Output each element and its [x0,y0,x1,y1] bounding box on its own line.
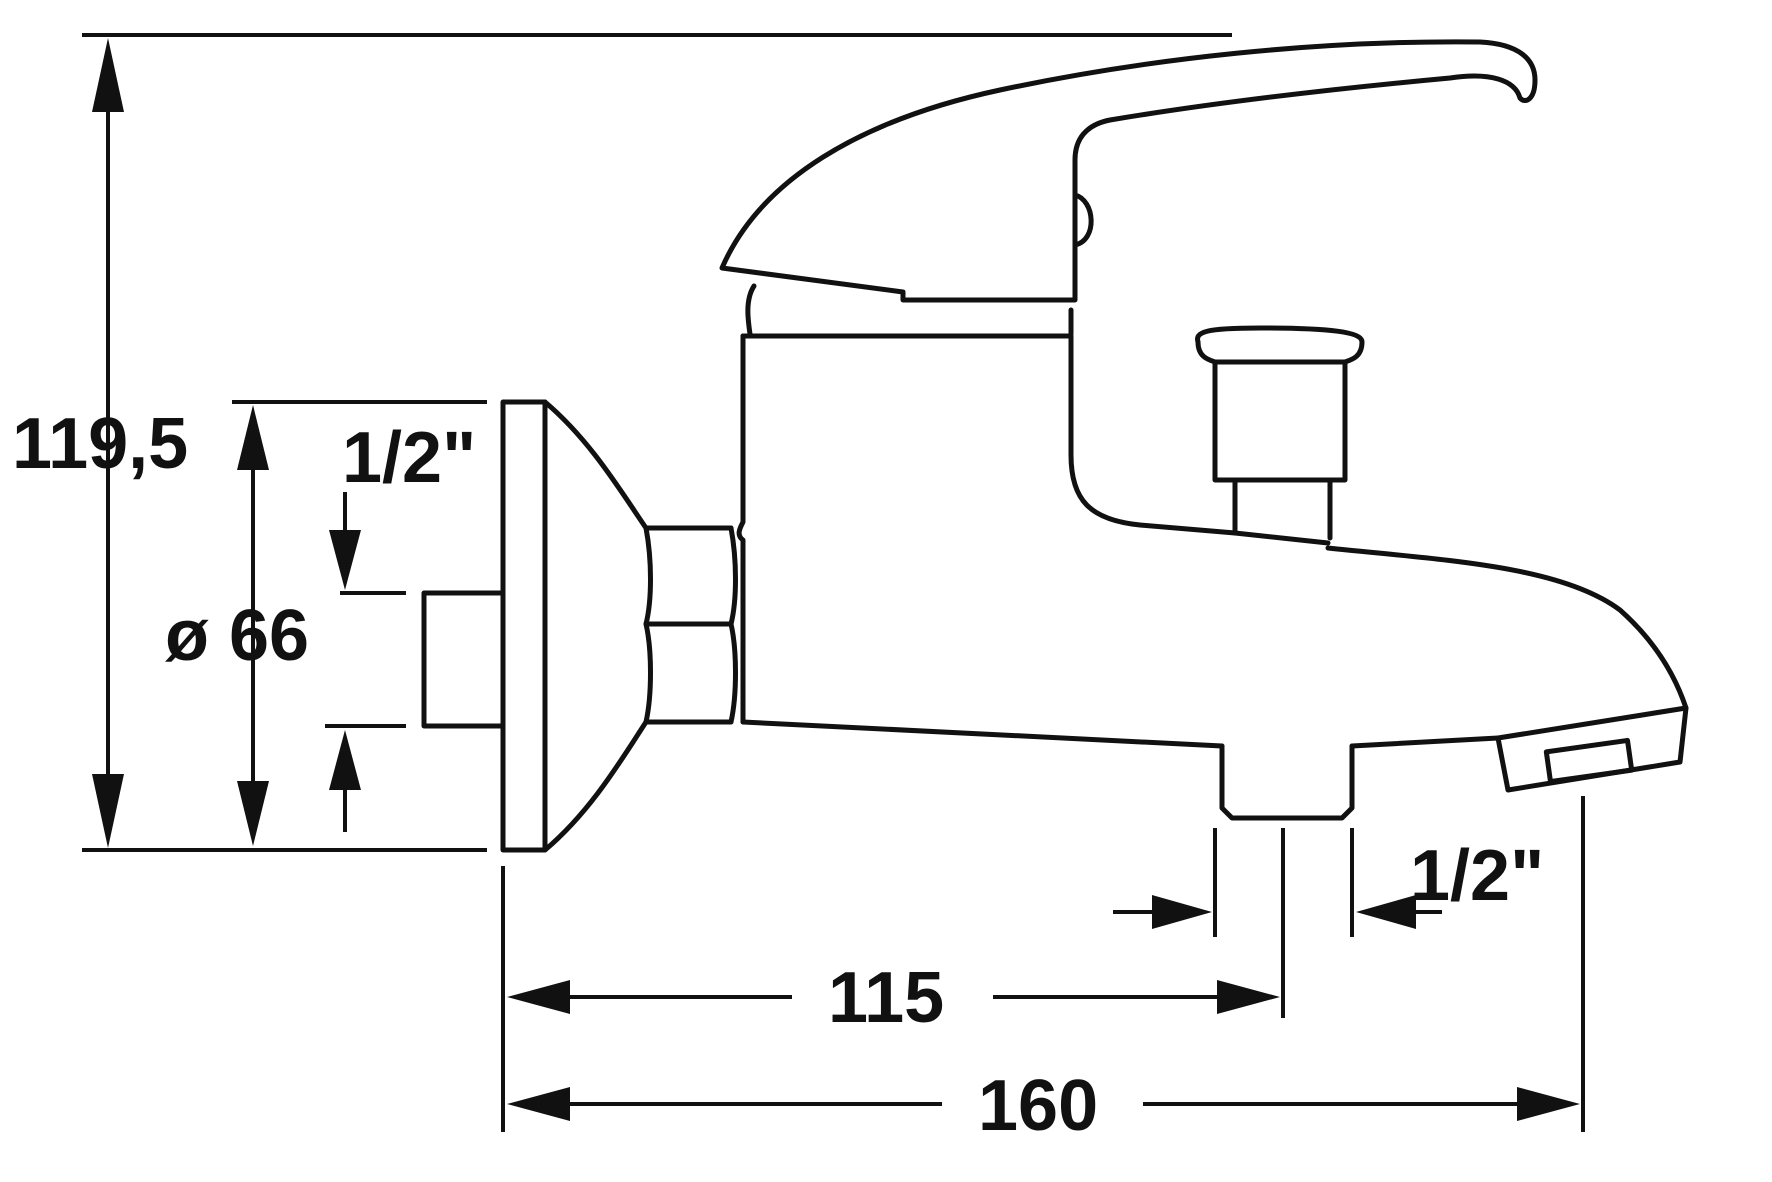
outlet-thread-dimension [1113,895,1442,929]
extension-lines [82,33,1585,1132]
cartridge-cap [745,283,1074,337]
center-distance-label: 115 [828,958,944,1038]
height-dimension [92,38,124,848]
total-length-label: 160 [978,1066,1098,1146]
flange-diameter-dimension [237,405,269,846]
diverter-knob [1195,325,1365,541]
wall-flange [500,399,649,853]
center-distance-dimension [507,980,1280,1014]
faucet-outline [421,39,1689,853]
hex-nut [643,525,738,725]
spout-aerator [1495,705,1689,793]
outlet-thread-label: 1/2" [1410,836,1544,916]
inlet-thread-label: 1/2" [342,418,476,498]
lever-handle [719,39,1538,303]
total-height-label: 119,5 [12,404,188,484]
flange-diameter-label: ø 66 [165,596,309,676]
mixer-body [736,333,1689,749]
inlet-thread-dimension [329,492,361,832]
wall-connector [421,590,506,729]
total-length-dimension [507,1087,1580,1121]
shower-outlet [1219,743,1355,821]
